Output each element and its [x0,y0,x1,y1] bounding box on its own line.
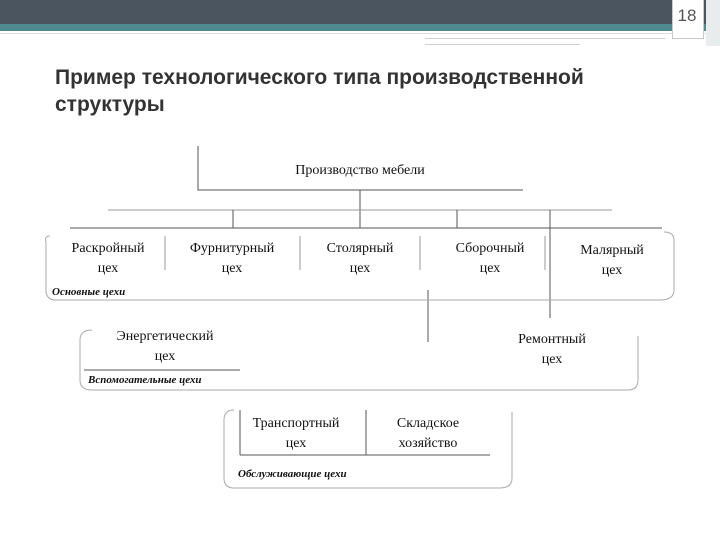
shop-label-line2: цех [602,263,623,278]
main-shop-cutting: Раскройный цех [72,236,166,276]
aux-shop-repair: Ремонтный цех [518,332,586,367]
main-shop-joinery: Столярный цех [327,236,421,276]
page-number-box [672,0,704,39]
service-group-brace [223,409,513,489]
title-line-1: Пример технологического типа производств… [55,66,584,89]
main-group-brace [45,231,675,301]
shop-label-line2: цех [155,349,176,364]
shop-label-line1: Транспортный [253,416,340,431]
accent-line [0,33,720,34]
top-bar [0,0,720,24]
shop-label-line1: Фурнитурный [190,241,275,256]
page-number: 18 [677,6,697,25]
shop-label-line2: цех [98,261,119,276]
decor-line [425,38,665,39]
shop-label-line2: цех [350,261,371,276]
shop-label-line1: Ремонтный [518,332,586,347]
main-shop-furniture: Фурнитурный цех [190,236,301,276]
shop-label-line1: Раскройный [72,241,145,256]
root-node: Производство мебели [197,146,523,191]
slide-edge [706,0,720,46]
decor-line [425,44,580,45]
shop-label-line1: Сборочный [456,241,525,256]
main-group-label: Основные цехи [52,286,125,298]
slide-title: Пример технологического типа производств… [55,64,675,118]
aux-shop-energy: Энергетический цех [117,329,214,364]
shop-label-line2: цех [286,436,307,451]
root-label: Производство мебели [295,163,425,178]
accent-bar [0,24,720,31]
shop-label-line1: Малярный [580,243,644,258]
shop-label-line1: Столярный [327,241,394,256]
root-box-frame [197,146,523,191]
title-line-2: структуры [55,93,165,116]
shop-label-line2: цех [480,261,501,276]
main-shop-assembly: Сборочный цех [456,236,546,276]
shop-label-line2: цех [542,352,563,367]
shop-label-line2: хозяйство [399,436,458,451]
shop-label-line1: Складское [397,416,459,431]
main-shop-painting: Малярный цех [580,243,644,278]
service-group-label: Обслуживающие цехи [238,468,347,480]
auxiliary-group-brace [79,329,639,391]
shop-label-line1: Энергетический [117,329,214,344]
auxiliary-group-label: Вспомогательные цехи [87,374,202,386]
service-shop-transport: Транспортный цех [253,416,340,451]
shop-label-line2: цех [222,261,243,276]
service-shop-warehouse: Складское хозяйство [397,416,459,451]
service-box-lines [239,410,490,456]
